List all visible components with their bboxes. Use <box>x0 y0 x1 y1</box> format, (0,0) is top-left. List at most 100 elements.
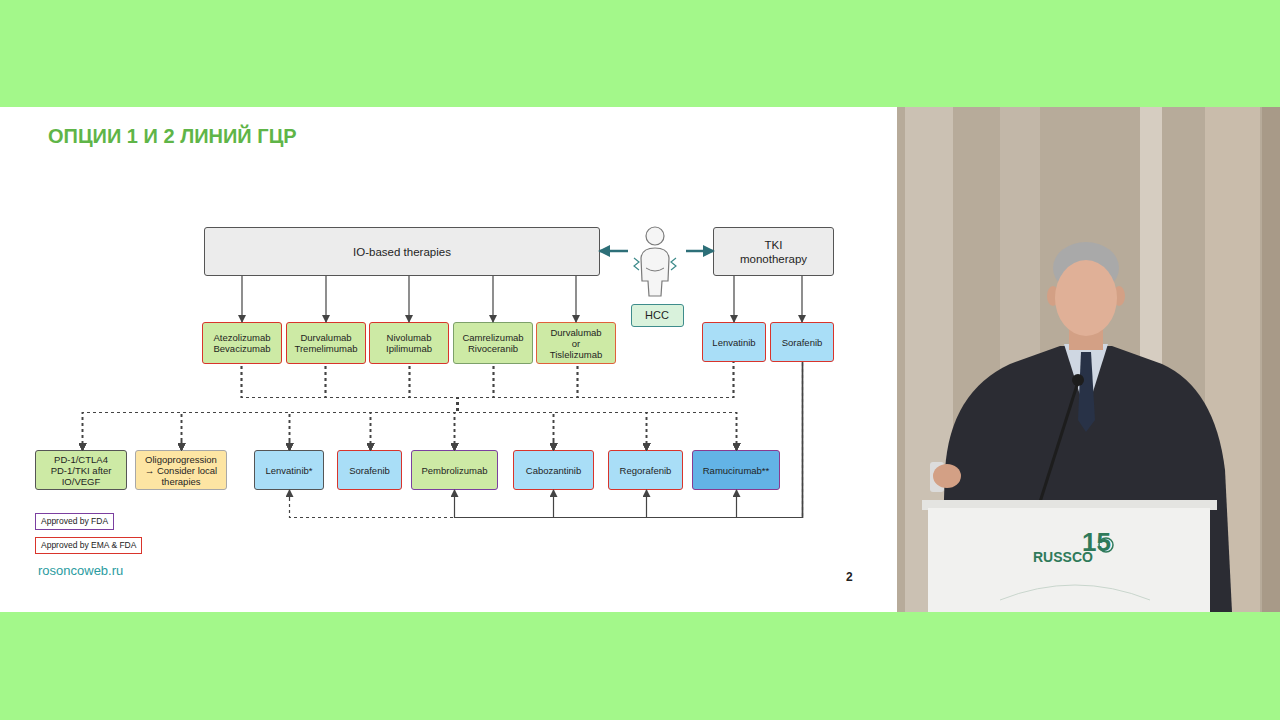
patient-body <box>641 248 669 296</box>
dashed-connector <box>458 364 647 450</box>
dashed-connector <box>242 364 554 450</box>
pain-mark <box>634 258 639 270</box>
bottom-band <box>0 612 1280 720</box>
node-text: Lenvatinib* <box>265 465 312 476</box>
connector-arrow <box>492 276 493 322</box>
drug-box: Ramucirumab** <box>692 450 780 490</box>
patient-icon <box>634 227 676 296</box>
connector-arrow <box>408 276 409 322</box>
connector-arrow <box>600 250 628 253</box>
solid-connectors <box>242 251 803 518</box>
node-text: Regorafenib <box>620 465 672 476</box>
microphone <box>1040 382 1078 502</box>
drug-box: Lenvatinib* <box>254 450 324 490</box>
dashed-connector <box>242 364 647 450</box>
dashed-connector <box>242 364 458 450</box>
dashed-connector <box>83 364 458 450</box>
patient-arms <box>646 268 664 271</box>
node-text: TKI monotherapy <box>736 238 811 266</box>
node-text: Ramucirumab** <box>703 465 770 476</box>
website-url: rosoncoweb.ru <box>38 563 123 578</box>
wall-panel <box>1262 107 1280 612</box>
dashed-connector <box>458 364 647 450</box>
node-text: Sorafenib <box>782 337 823 348</box>
node-text: Lenvatinib <box>712 337 755 348</box>
connector-arrow <box>455 362 803 518</box>
dashed-connector <box>410 364 554 450</box>
dashed-connector <box>410 364 458 450</box>
tie <box>1078 352 1095 432</box>
dashed-connector <box>83 362 734 450</box>
dashed-connector <box>326 364 458 450</box>
dashed-connector <box>182 362 734 450</box>
node-text: PD-1/CTLA4 PD-1/TKI after IO/VEGF <box>50 454 112 487</box>
microphone-head <box>1072 374 1084 386</box>
logo-arc <box>1000 585 1150 600</box>
connector-arrow <box>325 276 326 322</box>
node-text: Oligoprogression → Consider local therap… <box>140 454 222 487</box>
patient-head <box>646 227 664 245</box>
dashed-connector <box>410 364 647 450</box>
drug-box: Pembrolizumab <box>411 450 498 490</box>
regimen-box: Atezolizumab Bevacizumab <box>202 322 282 364</box>
dashed-connector <box>290 364 578 450</box>
drug-box: Sorafenib <box>337 450 402 490</box>
legend-swatch: Approved by FDA <box>35 513 114 530</box>
dashed-connector <box>458 362 737 450</box>
slide-number: 2 <box>846 570 853 584</box>
drug-box: Cabozantinib <box>513 450 594 490</box>
connector-arrow <box>686 250 713 253</box>
node-text: Nivolumab Ipilimumab <box>370 332 448 354</box>
dashed-connector <box>458 364 554 450</box>
therapy-category-box: TKI monotherapy <box>713 227 834 276</box>
dashed-connector <box>371 364 494 450</box>
slide-title: ОПЦИИ 1 И 2 ЛИНИЙ ГЦР <box>48 125 297 148</box>
regimen-box: PD-1/CTLA4 PD-1/TKI after IO/VEGF <box>35 450 127 490</box>
dashed-connector <box>83 364 578 450</box>
speaker-photo <box>897 107 1280 612</box>
node-text: HCC <box>631 304 684 327</box>
patient-label: HCC <box>628 223 686 327</box>
dashed-connector <box>290 364 458 450</box>
node-text: Atezolizumab Bevacizumab <box>203 332 281 354</box>
node-text: Pembrolizumab <box>422 465 488 476</box>
drug-box: Lenvatinib <box>702 322 766 362</box>
dashed-connector <box>83 364 458 450</box>
dashed-connector <box>326 364 458 450</box>
node-text: Durvalumab or Tislelizumab <box>548 327 604 360</box>
node-text: Sorafenib <box>349 465 390 476</box>
regimen-box: Camrelizumab Rivoceranib <box>453 322 533 364</box>
pain-mark <box>671 258 676 270</box>
dashed-connector <box>242 364 458 450</box>
legend-text: Approved by FDA <box>41 516 108 526</box>
regimen-box: Nivolumab Ipilimumab <box>369 322 449 364</box>
dashed-connector <box>83 364 494 450</box>
connector-arrow <box>801 276 802 322</box>
node-text: Durvalumab Tremelimumab <box>287 332 365 354</box>
dashed-connector <box>290 362 734 450</box>
connector-arrow <box>554 362 803 518</box>
logo-number: 15 <box>1082 527 1111 558</box>
therapy-category-box: IO-based therapies <box>204 227 600 276</box>
dashed-connector <box>182 364 458 450</box>
wall <box>897 107 1280 612</box>
dashed-connector <box>182 364 578 450</box>
face <box>1055 260 1117 336</box>
dashed-connector <box>83 364 458 450</box>
regimen-box: Durvalumab Tremelimumab <box>286 322 366 364</box>
node-text: Camrelizumab Rivoceranib <box>454 332 532 354</box>
connector-arrow <box>647 362 803 518</box>
legend-text: Approved by EMA & FDA <box>41 540 136 550</box>
connector-arrow <box>241 276 242 322</box>
dashed-connector <box>326 364 737 450</box>
dashed-connector <box>326 364 554 450</box>
connector-arrow <box>733 276 734 322</box>
dashed-connector <box>455 364 578 450</box>
dashed-connector <box>410 364 737 450</box>
hand <box>933 464 961 488</box>
dashed-connector <box>455 362 734 450</box>
dashed-connector <box>326 364 647 450</box>
dashed-connectors <box>83 362 803 518</box>
